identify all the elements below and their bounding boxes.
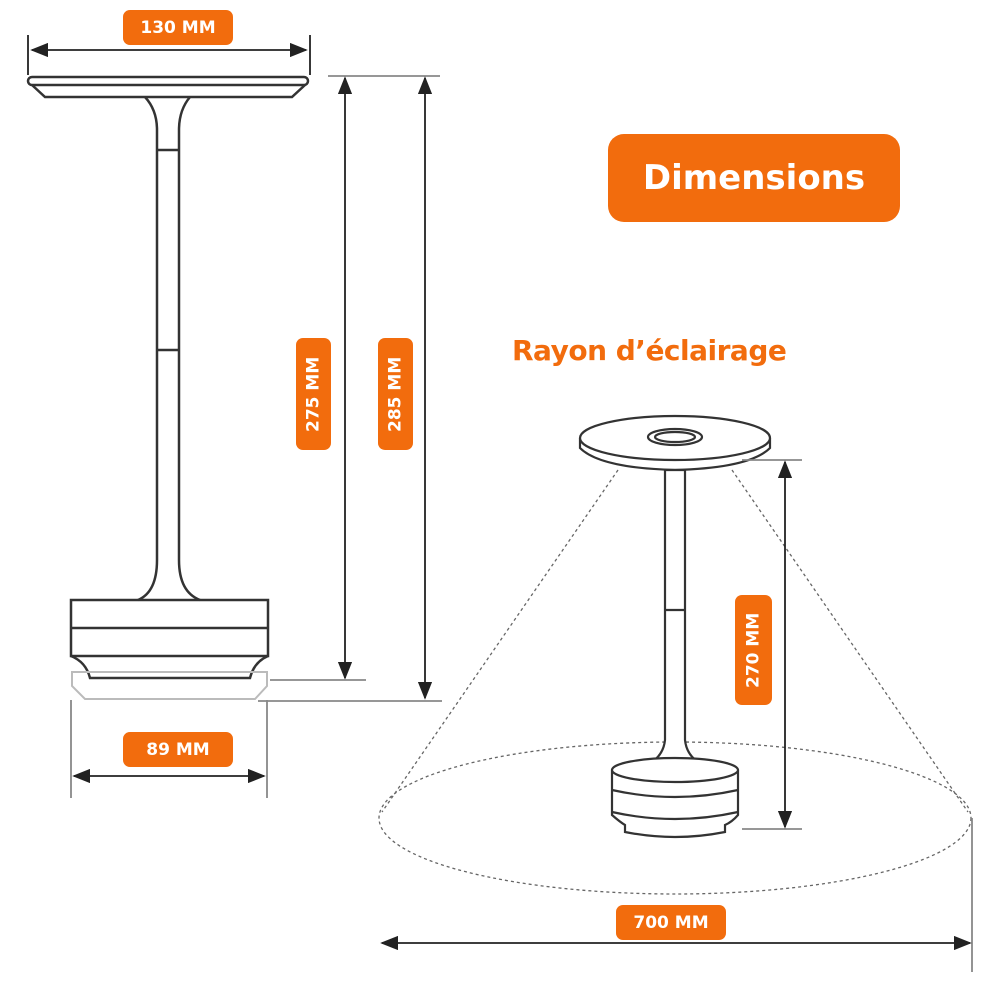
total-height-label: 285 MM bbox=[378, 338, 413, 450]
base-width-label: 89 MM bbox=[123, 732, 233, 767]
perspective-lamp bbox=[578, 414, 772, 839]
side-view-dimensions bbox=[27, 35, 442, 798]
top-width-label: 130 MM bbox=[123, 10, 233, 45]
perspective-dimensions bbox=[380, 459, 973, 972]
dimensions-title-badge: Dimensions bbox=[608, 134, 900, 222]
lit-height-label: 270 MM bbox=[735, 595, 772, 705]
side-view-lamp bbox=[26, 75, 310, 700]
light-diameter-label: 700 MM bbox=[616, 905, 726, 940]
lighting-radius-heading: Rayon d’éclairage bbox=[512, 334, 787, 367]
inner-height-label: 275 MM bbox=[296, 338, 331, 450]
